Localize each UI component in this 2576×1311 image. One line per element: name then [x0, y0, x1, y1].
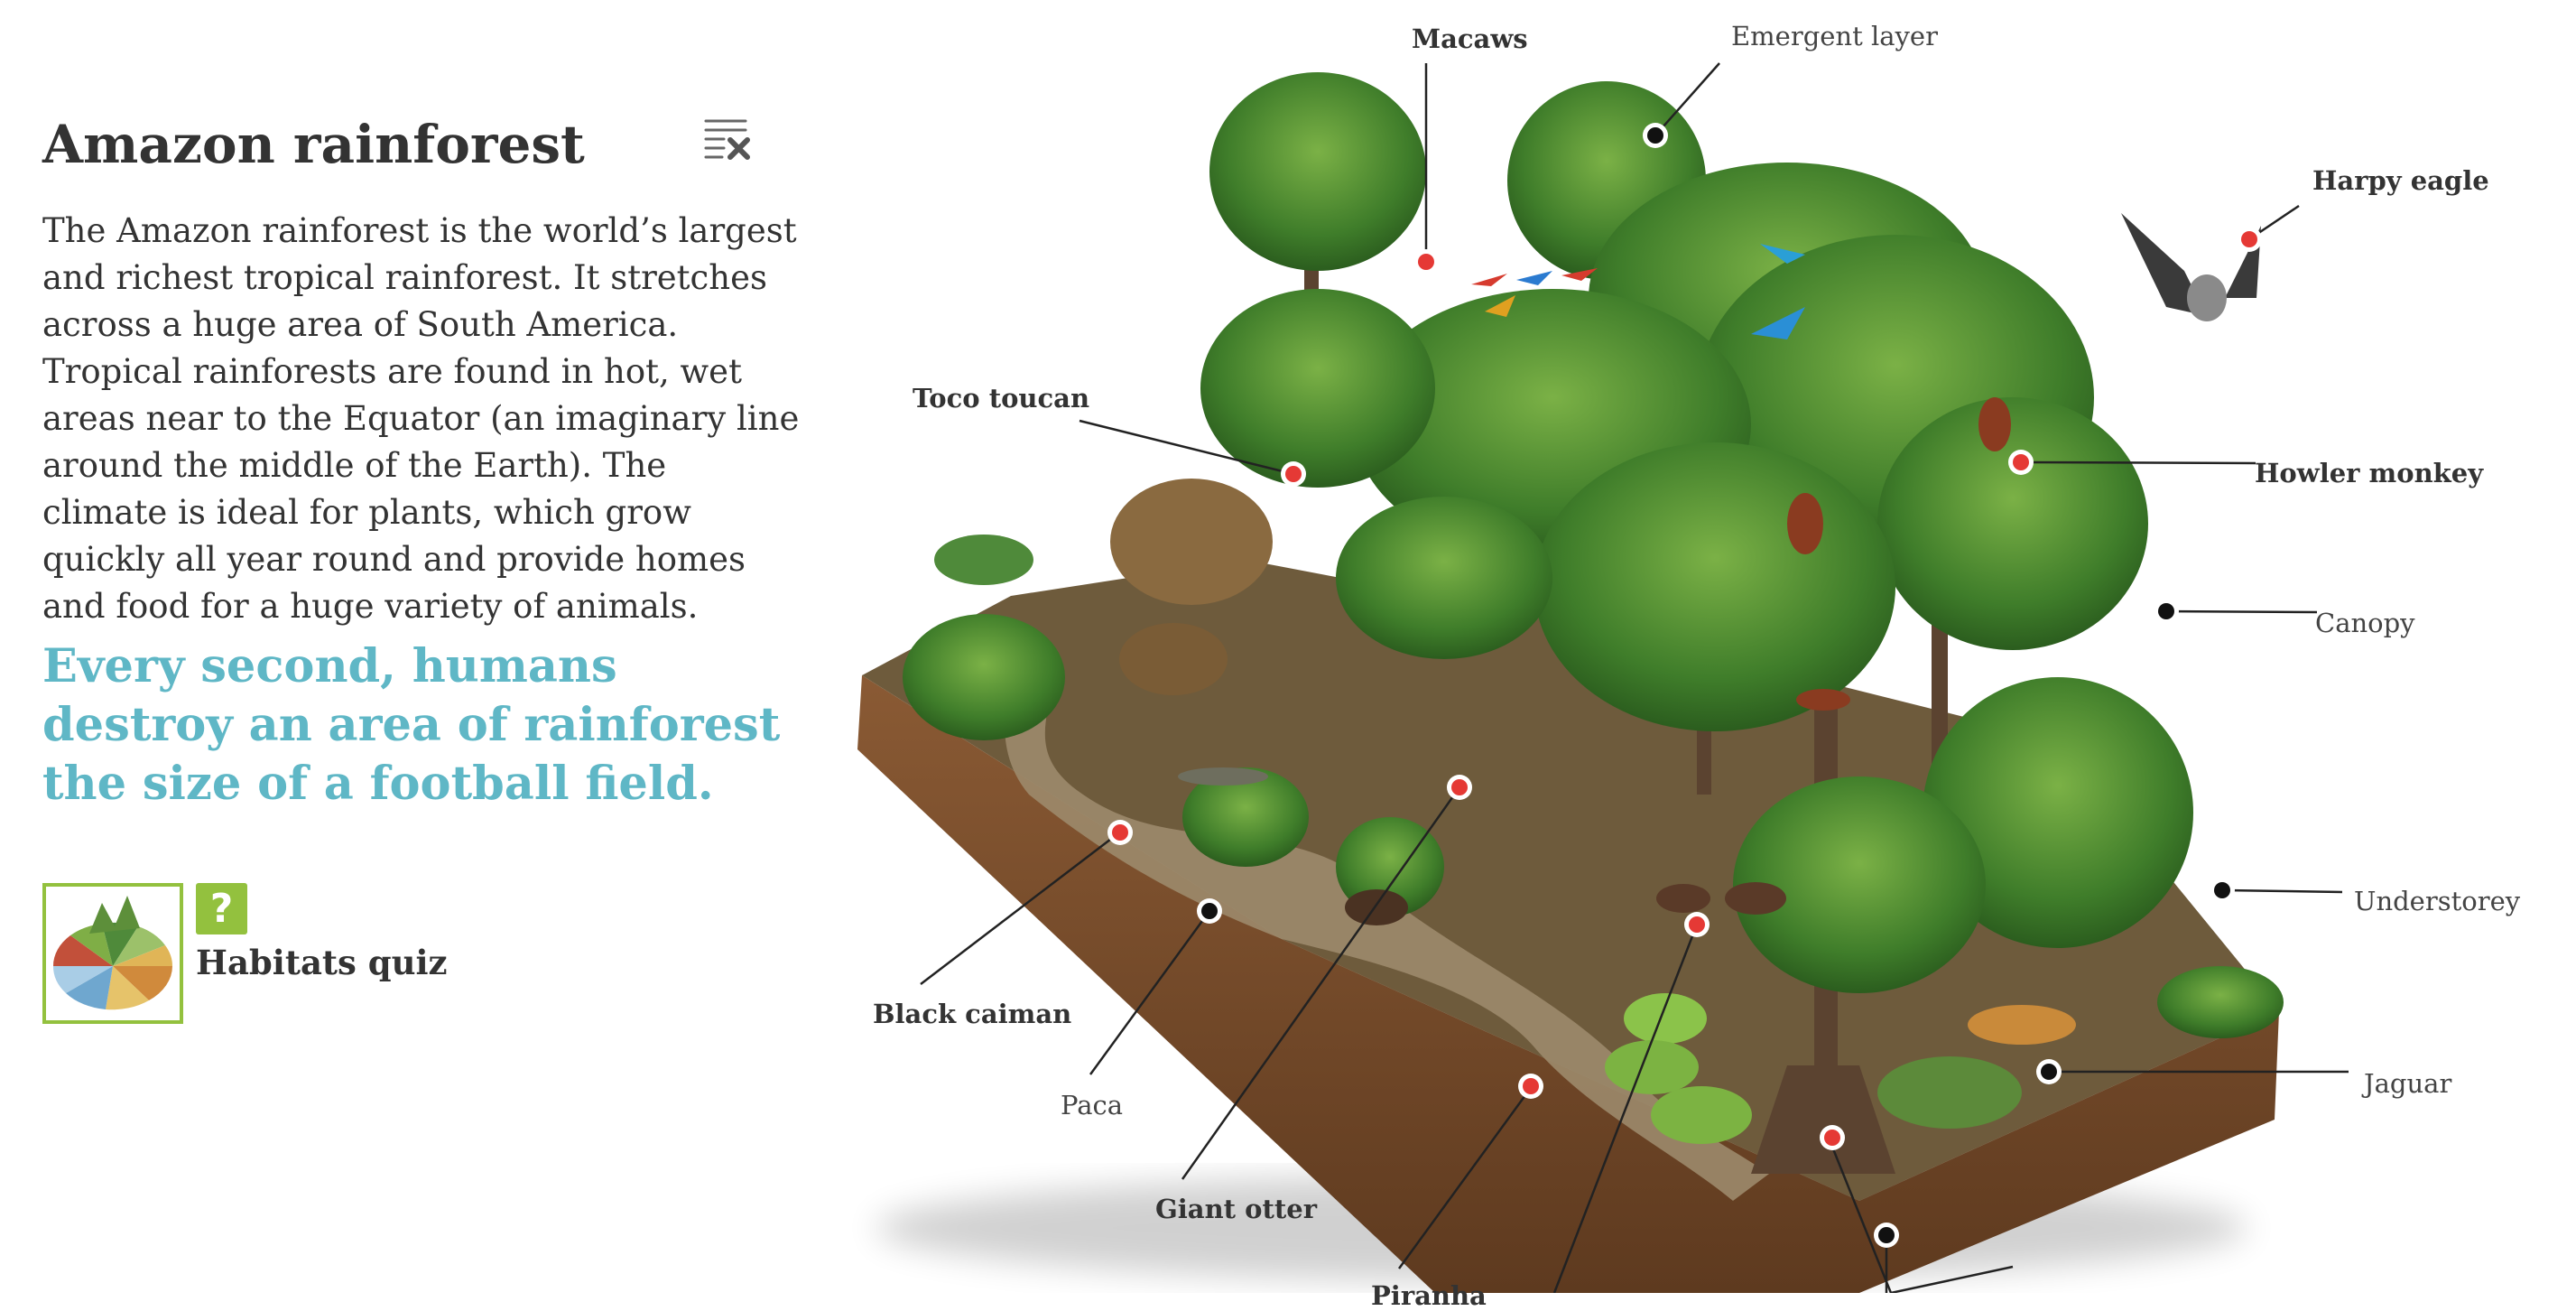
pin-canopy[interactable] [2154, 599, 2179, 624]
pin-emergent-layer[interactable] [1643, 123, 1668, 148]
lily-pads [1605, 993, 1752, 1144]
pin-piranha[interactable] [1518, 1074, 1543, 1099]
pin-black-caiman[interactable] [1107, 820, 1133, 845]
label-giant-otter[interactable]: Giant otter [1155, 1194, 1318, 1224]
question-mark-icon[interactable]: ? [196, 883, 247, 934]
label-emergent-layer[interactable]: Emergent layer [1731, 21, 1938, 51]
fact-callout: Every second, humans destroy an area of … [42, 639, 781, 811]
pin-understorey[interactable] [2210, 878, 2235, 903]
pin-capybara[interactable] [1684, 912, 1710, 937]
label-piranha[interactable]: Piranha [1371, 1280, 1487, 1311]
close-list-icon [704, 119, 750, 160]
label-toco-toucan[interactable]: Toco toucan [913, 383, 1090, 414]
habitats-pie-thumbnail [46, 887, 180, 1020]
close-list-button[interactable] [702, 116, 753, 161]
pin-toco-toucan[interactable] [1281, 461, 1306, 487]
pin-poison-frog[interactable] [1820, 1125, 1845, 1150]
pin-paca[interactable] [1197, 898, 1222, 924]
forest-floor [862, 560, 2279, 1201]
info-panel: Amazon rainforest The Amazon rainforest … [0, 0, 812, 1293]
habitats-quiz-thumbnail[interactable] [42, 883, 183, 1024]
label-jaguar[interactable]: Jaguar [2364, 1068, 2452, 1099]
intro-paragraph: The Amazon rainforest is the world’s lar… [42, 211, 800, 626]
pin-jaguar[interactable] [2036, 1059, 2062, 1084]
rainforest-illustration [857, 62, 2349, 1293]
rocks [1110, 479, 1273, 695]
macaws-illustration [1471, 244, 1805, 339]
label-howler-monkey[interactable]: Howler monkey [2255, 458, 2484, 488]
pin-giant-otter[interactable] [1447, 775, 1472, 800]
pin-macaws[interactable] [1413, 249, 1439, 274]
label-harpy-eagle[interactable]: Harpy eagle [2312, 165, 2489, 196]
label-canopy[interactable]: Canopy [2315, 608, 2415, 638]
leader-lines [920, 62, 2349, 1293]
harpy-eagle-illustration [2121, 213, 2261, 321]
label-macaws[interactable]: Macaws [1412, 23, 1528, 54]
label-black-caiman[interactable]: Black caiman [873, 999, 1072, 1029]
pin-harpy-eagle[interactable] [2237, 227, 2262, 252]
ground-animals [1178, 397, 2076, 1045]
rainforest-diagram: Macaws Emergent layer Harpy eagle Toco t… [812, 0, 2576, 1311]
pin-forest-floor[interactable] [1874, 1223, 1899, 1248]
label-understorey[interactable]: Understorey [2354, 886, 2521, 916]
label-paca[interactable]: Paca [1061, 1090, 1124, 1120]
habitats-quiz-link[interactable]: Habitats quiz [196, 943, 448, 982]
pin-howler-monkey[interactable] [2008, 450, 2034, 475]
page-title: Amazon rainforest [42, 114, 585, 175]
diagram-pins [1107, 123, 2262, 1248]
